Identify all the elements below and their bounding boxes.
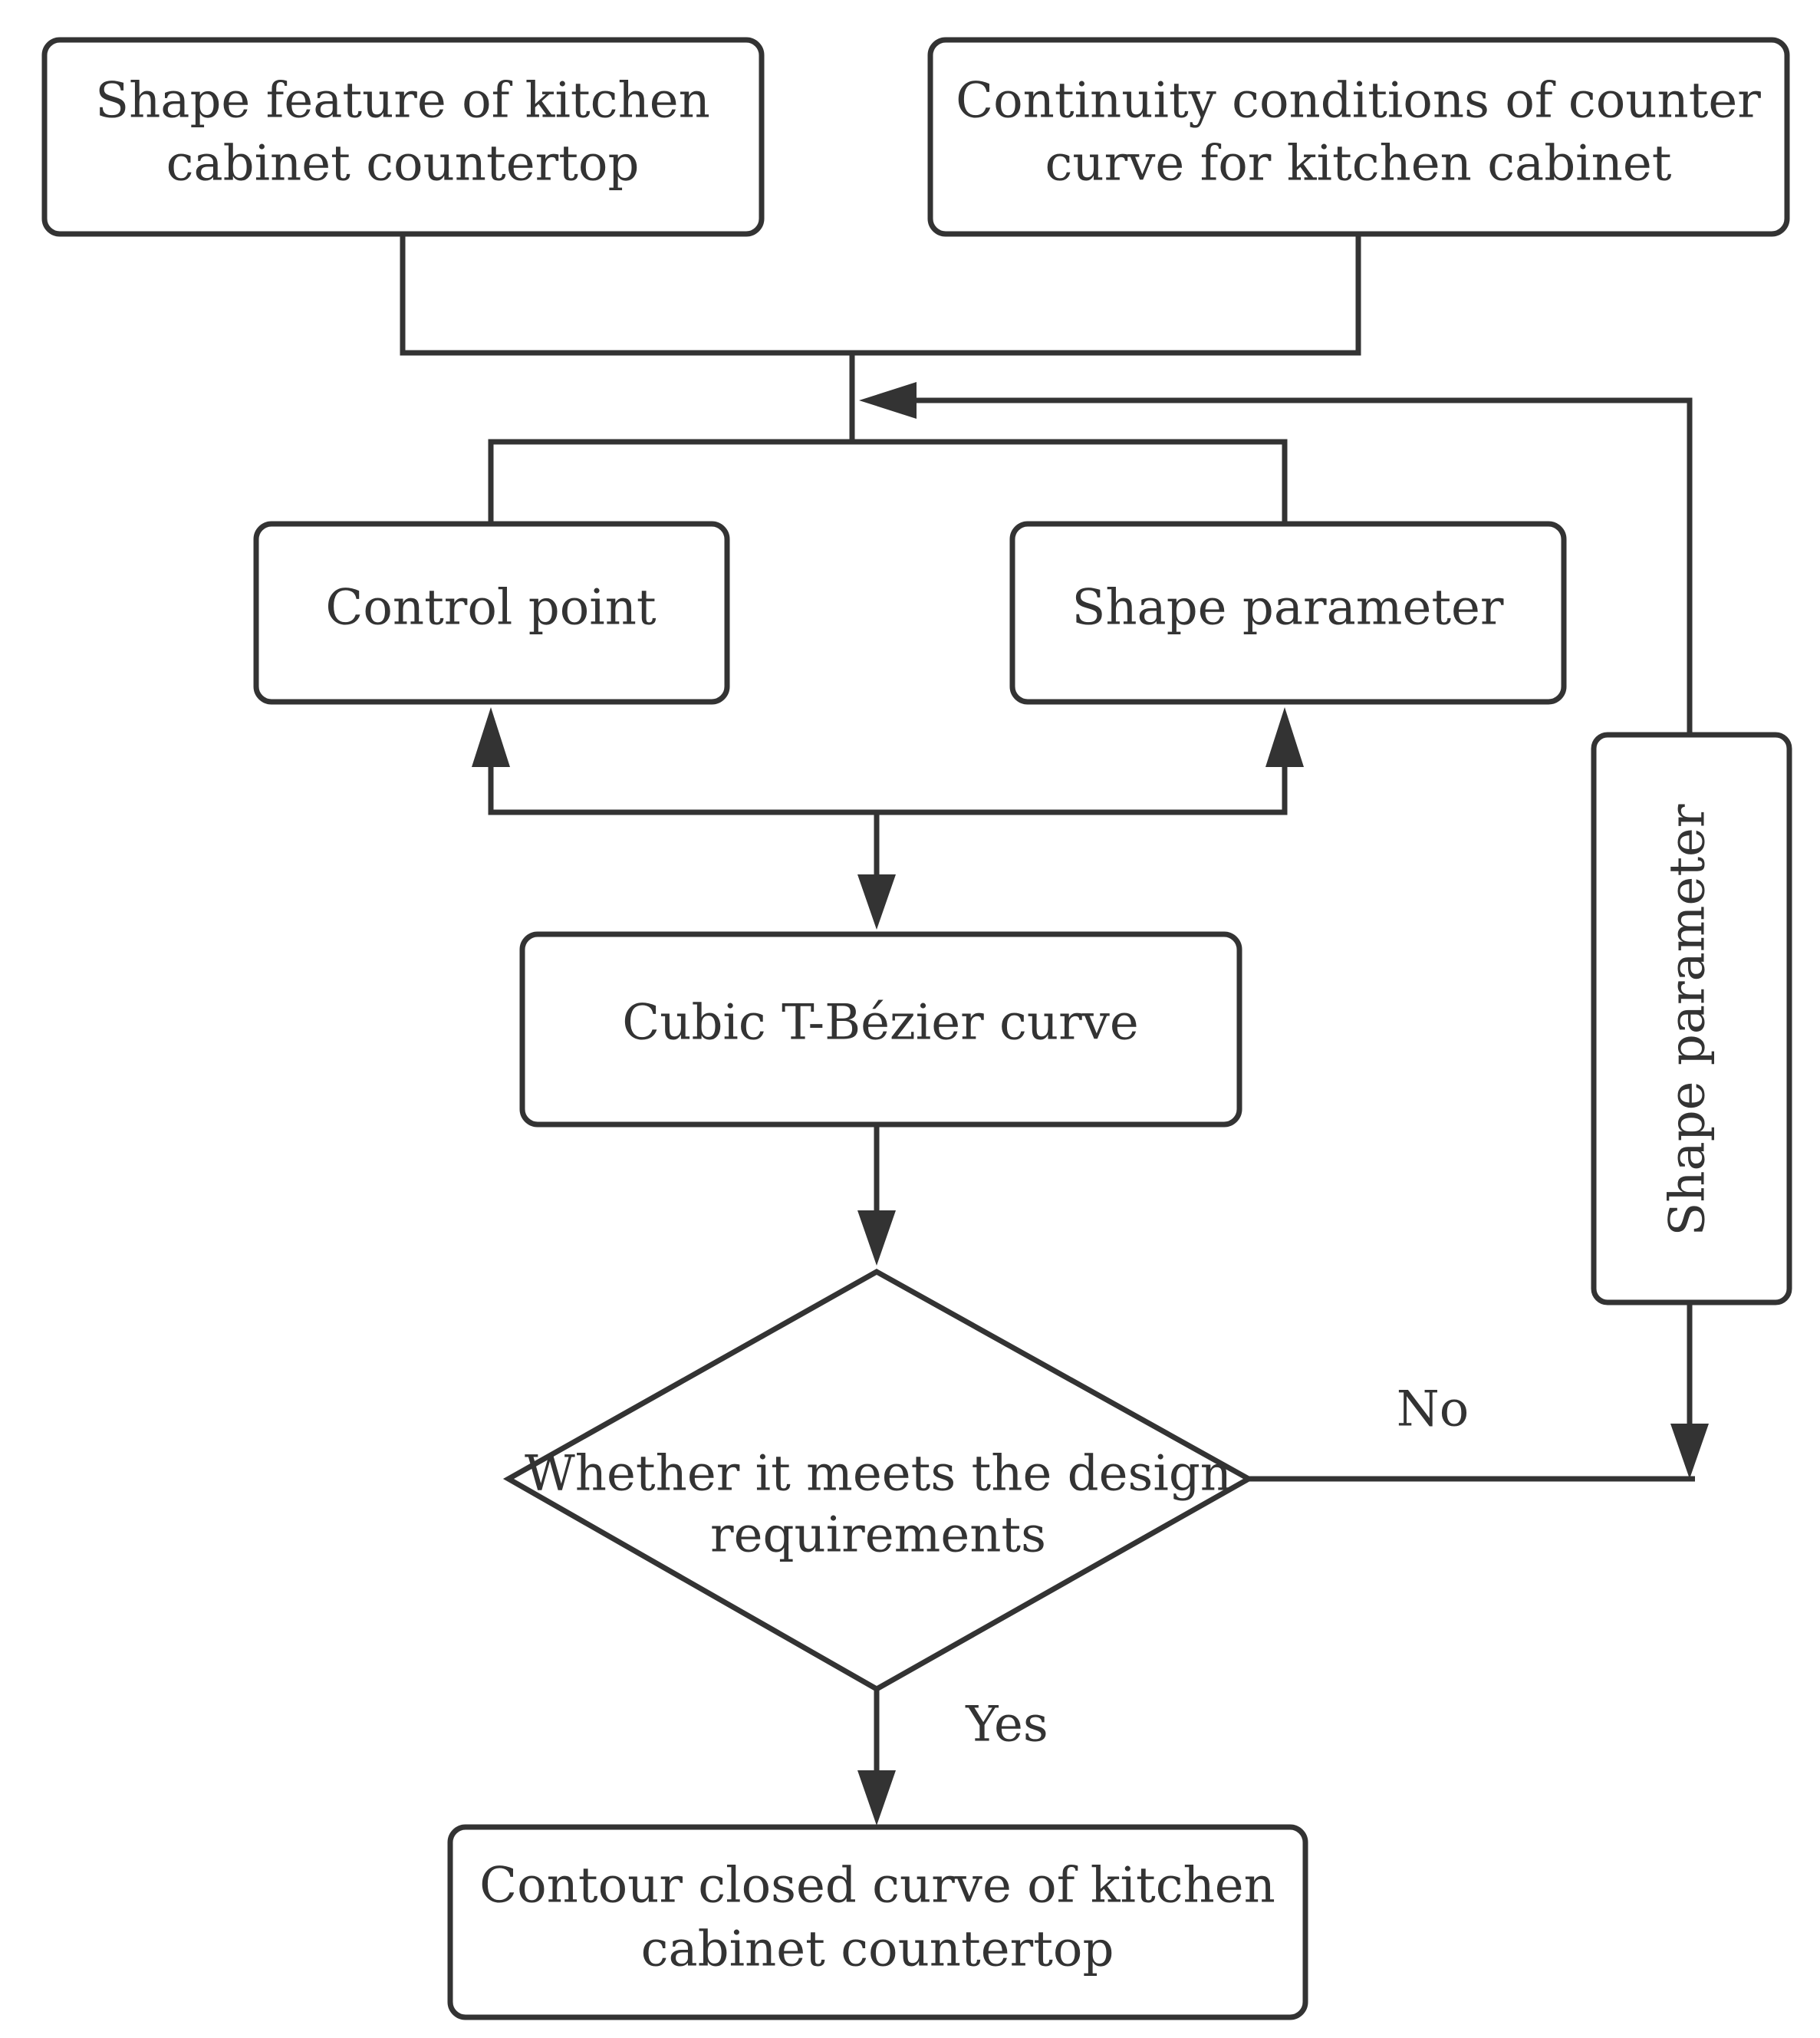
box-contour-line-2: cabinet countertop (641, 1921, 1114, 1978)
arrowheads (472, 382, 1709, 1826)
connector-top-merge (400, 234, 1361, 356)
arrowhead-to-decision (857, 1210, 896, 1266)
arrowhead-no (1670, 1424, 1709, 1479)
arrowhead-feedback (859, 382, 917, 419)
box-contour-line-1: Contour closed curve of kitchen (479, 1858, 1275, 1915)
box-control-point-label: Control point (325, 580, 657, 637)
edge-label-yes: Yes (965, 1697, 1048, 1753)
decision-line-1: Whether it meets the design (525, 1446, 1232, 1503)
box-shape-parameter-side: Shape parameter (1591, 732, 1792, 1305)
arrowhead-yes (857, 1770, 896, 1826)
connectors (400, 234, 1695, 1780)
arrowhead-to-cubic (857, 874, 896, 930)
box-contour: Contour closed curve of kitchen cabinet … (447, 1824, 1308, 2020)
box-shape-feature: Shape feature of kitchen cabinet counter… (41, 37, 765, 237)
connector-bottom-bus (488, 750, 1288, 815)
box-continuity-line-2: curve for kitchen cabinet (1045, 136, 1672, 193)
edge-label-no: No (1397, 1381, 1469, 1438)
decision-line-2: requirements (710, 1507, 1046, 1564)
connector-feedback (897, 397, 1693, 735)
box-shape-feature-line-2: cabinet countertop (166, 136, 640, 193)
box-control-point: Control point (253, 521, 730, 705)
box-cubic-curve: Cubic T-Bézier curve (519, 931, 1242, 1128)
box-shape-parameter-label: Shape parameter (1071, 580, 1503, 637)
box-shape-feature-line-1: Shape feature of kitchen (95, 73, 710, 130)
arrowhead-to-shape-parameter (1265, 707, 1304, 767)
box-shape-parameter: Shape parameter (1009, 521, 1567, 705)
box-shape-parameter-side-label: Shape parameter (1660, 804, 1716, 1236)
box-continuity: Continuity conditions of counter curve f… (927, 37, 1790, 237)
connector-top-split (488, 439, 1288, 524)
box-cubic-curve-label: Cubic T-Bézier curve (622, 995, 1138, 1052)
decision-diamond: Whether it meets the design requirements (502, 1268, 1255, 1693)
arrowhead-to-control-point (472, 707, 510, 767)
box-continuity-line-1: Continuity conditions of counter (956, 73, 1761, 130)
